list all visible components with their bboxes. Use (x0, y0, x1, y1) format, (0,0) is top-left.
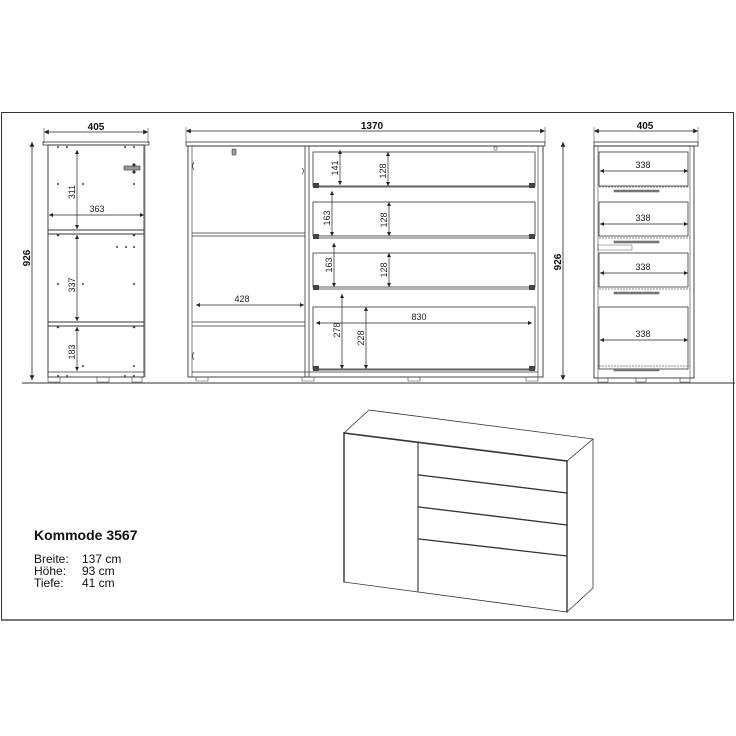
product-title: Kommode 3567 (34, 527, 138, 543)
right-depth-1: 338 (635, 160, 650, 170)
drawer-height-4: 228 (356, 330, 366, 345)
front-height-label: 926 (553, 253, 564, 270)
right-depth-2: 338 (635, 213, 650, 223)
left-side-view: 405 926 363 311 337 183 (22, 122, 150, 383)
drawer-height-1: 128 (378, 163, 388, 178)
left-compartment-1: 311 (67, 185, 77, 199)
spec-label: Breite: (34, 552, 69, 566)
spec-row-height: Höhe: 93 cm (34, 565, 142, 577)
drawer-spacing-3: 163 (324, 257, 334, 272)
left-inner-width-label: 363 (89, 204, 104, 214)
left-compartment-2: 337 (67, 277, 77, 292)
spec-label: Höhe: (34, 564, 67, 578)
drawer-spacing-4: 278 (332, 322, 342, 337)
drawer-spacing-1: 141 (330, 160, 340, 175)
spec-row-depth: Tiefe: 41 cm (34, 577, 142, 589)
drawer-inner-width-label: 830 (411, 312, 426, 322)
perspective-view (343, 409, 594, 613)
left-width-label: 405 (88, 122, 105, 133)
spec-value: 93 cm (82, 564, 115, 578)
door-inner-width-label: 428 (234, 294, 249, 304)
spec-label: Tiefe: (34, 576, 64, 590)
front-width-label: 1370 (361, 121, 384, 132)
spec-row-width: Breite: 137 cm (34, 553, 142, 565)
drawer-spacing-2: 163 (322, 210, 332, 225)
front-view: 1370 926 428 (185, 121, 566, 382)
right-depth-3: 338 (635, 262, 650, 272)
right-width-label: 405 (637, 121, 654, 132)
right-side-view: 405 338 338 338 338 (593, 121, 699, 383)
product-info: Kommode 3567 Breite: 137 cm Höhe: 93 cm … (34, 527, 142, 589)
left-height-label: 926 (22, 249, 33, 266)
spec-value: 137 cm (82, 552, 122, 566)
drawing-frame (1, 112, 734, 621)
drawer-height-3: 128 (379, 262, 389, 277)
spec-value: 41 cm (82, 576, 115, 590)
right-depth-4: 338 (635, 329, 650, 339)
left-compartment-3: 183 (67, 344, 77, 359)
drawer-height-2: 128 (379, 212, 389, 227)
